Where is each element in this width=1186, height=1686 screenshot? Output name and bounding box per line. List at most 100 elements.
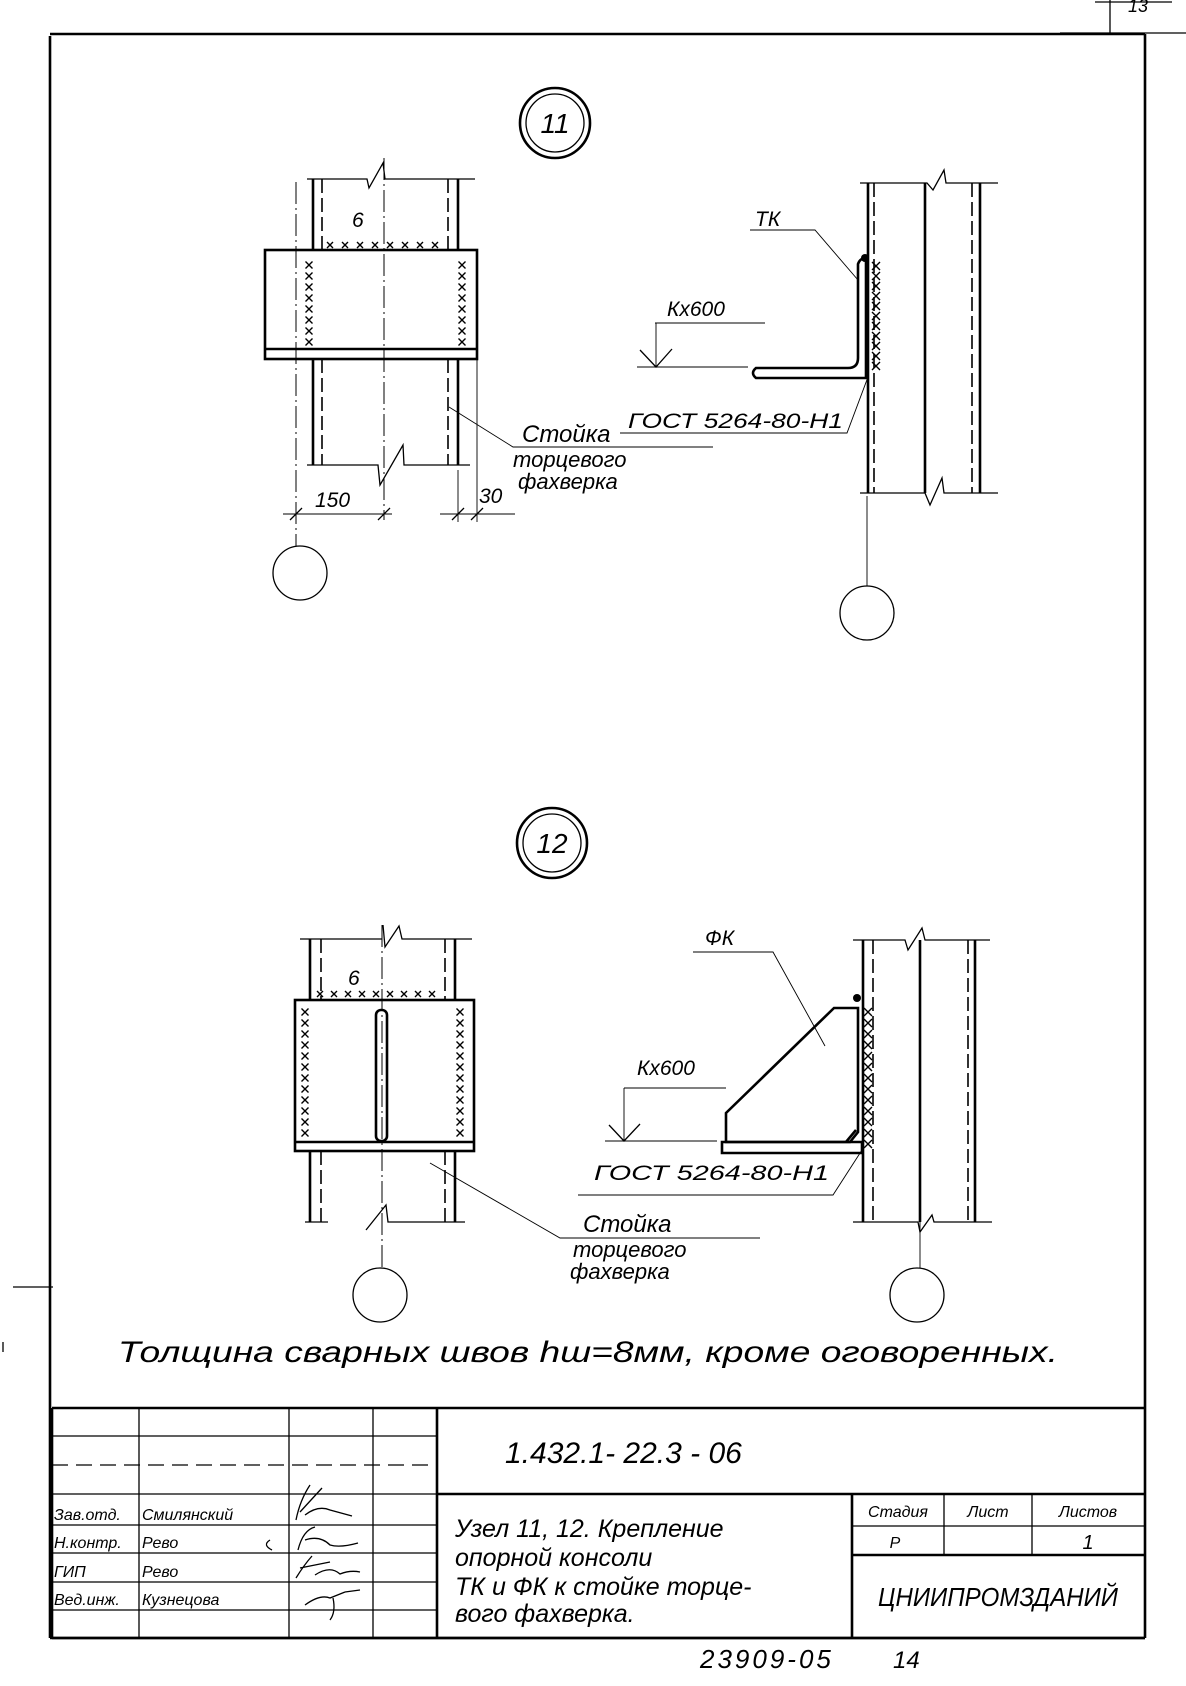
weld-mark	[871, 301, 881, 311]
weld-mark	[456, 1129, 464, 1137]
weld-mark	[871, 281, 881, 291]
weld-mark	[456, 1063, 464, 1071]
node-11-angle-tk	[751, 256, 868, 380]
weld-mark	[358, 990, 366, 998]
node-11-axis-bubble-left	[272, 545, 328, 601]
staff-name: Рево	[142, 1535, 178, 1552]
weld-mark	[305, 316, 313, 324]
weld-mark	[863, 1139, 873, 1149]
title-block: Зав.отд. Смилянский Н.контр. Рево ГИП Ре…	[50, 1406, 1145, 1640]
weld-mark	[301, 1008, 309, 1016]
weld-mark	[458, 283, 466, 291]
drawing-title-line: опорной консоли	[455, 1544, 652, 1572]
node-12-part-label-fk: ФК	[705, 927, 736, 950]
staff-row: Зав.отд. Смилянский	[54, 1507, 233, 1524]
weld-mark	[301, 1074, 309, 1082]
signature	[304, 1589, 361, 1621]
node-11-dimensions: 150 30	[283, 360, 515, 522]
weld-mark	[301, 1107, 309, 1115]
node-11-front-view: 6 150 30 Стойка торцевого фахверка	[263, 158, 713, 601]
node-11-mark-text: 11	[540, 108, 569, 139]
weld-mark	[863, 1128, 873, 1138]
sheet-frame: 13	[2, 0, 1186, 1640]
node-12-column-label-1: Стойка	[583, 1211, 671, 1238]
weld-mark	[458, 305, 466, 313]
node-12-stiffener	[374, 1008, 389, 1143]
node-11-mark: 11	[518, 86, 592, 160]
weld-mark	[456, 1041, 464, 1049]
node-12-mark-text: 12	[536, 828, 568, 859]
weld-mark	[863, 1062, 873, 1072]
weld-mark	[372, 990, 380, 998]
weld-mark	[456, 1096, 464, 1104]
weld-mark	[386, 241, 394, 249]
weld-mark	[330, 990, 338, 998]
weld-mark	[456, 1085, 464, 1093]
weld-mark	[863, 1051, 873, 1061]
weld-mark	[301, 1118, 309, 1126]
weld-mark	[863, 1106, 873, 1116]
weld-mark	[301, 1063, 309, 1071]
drawing-title-line: Узел 11, 12. Крепление	[454, 1515, 724, 1543]
staff-row: Н.контр. Рево	[54, 1535, 178, 1552]
node-12-weld-marks	[301, 990, 464, 1137]
weld-mark	[344, 990, 352, 998]
node-12-side-view: ФК Кх600 ГОСТ 5264-80-Н1	[578, 926, 992, 1323]
node-11-weld-symbol: Кх600 ГОСТ 5264-80-Н1	[620, 298, 869, 434]
weld-mark	[401, 241, 409, 249]
weld-mark	[305, 305, 313, 313]
node-11-axis-bubble-right	[839, 585, 895, 641]
node-12-weld-size: Кх600	[637, 1057, 695, 1080]
organization-name: ЦНИИПРОМЗДАНИЙ	[878, 1582, 1118, 1612]
node-11-weld-marks	[305, 241, 466, 346]
weld-mark	[863, 1117, 873, 1127]
weld-mark	[305, 327, 313, 335]
node-12-column-label-2: торцевого	[573, 1237, 686, 1262]
weld-mark	[456, 1030, 464, 1038]
node-11-weld-standard: ГОСТ 5264-80-Н1	[628, 410, 843, 433]
weld-mark	[458, 261, 466, 269]
weld-mark	[871, 291, 881, 301]
weld-mark	[456, 1052, 464, 1060]
weld-mark	[456, 1118, 464, 1126]
weld-mark	[301, 1019, 309, 1027]
signatures	[265, 1484, 361, 1621]
node-11-weld-leg-label: 6	[352, 209, 364, 232]
staff-role: ГИП	[54, 1564, 86, 1581]
weld-mark	[863, 1040, 873, 1050]
node-12-gusset-weld-marks	[863, 1007, 873, 1149]
weld-mark	[863, 1018, 873, 1028]
weld-mark	[863, 1007, 873, 1017]
weld-mark	[458, 327, 466, 335]
page-number: 14	[893, 1647, 920, 1674]
node-12-weld-standard: ГОСТ 5264-80-Н1	[594, 1162, 829, 1185]
staff-name: Кузнецова	[142, 1592, 219, 1609]
weld-mark	[301, 1085, 309, 1093]
weld-mark	[456, 1074, 464, 1082]
sheets-header: Листов	[1058, 1504, 1117, 1521]
general-note: Толщина сварных швов hш=8мм, кроме огово…	[118, 1336, 1058, 1369]
weld-mark	[458, 338, 466, 346]
node-12-front-view: 6 Стойка торцевого фахверка	[293, 924, 760, 1323]
sheet-header: Лист	[966, 1504, 1008, 1521]
drawing-title-line: вого фахверка.	[455, 1600, 635, 1628]
weld-mark	[871, 271, 881, 281]
weld-mark	[356, 241, 364, 249]
signature	[295, 1484, 353, 1521]
weld-mark	[871, 341, 881, 351]
weld-mark	[341, 241, 349, 249]
node-11-column-label-1: Стойка	[522, 421, 610, 448]
staff-row: Вед.инж. Кузнецова	[54, 1592, 219, 1609]
inventory-number: 23909-05	[699, 1644, 834, 1674]
staff-role: Н.контр.	[54, 1535, 122, 1552]
weld-mark	[863, 1073, 873, 1083]
node-11-weld-size: Кх600	[667, 298, 725, 321]
weld-mark	[871, 331, 881, 341]
weld-mark	[456, 1107, 464, 1115]
weld-mark	[863, 1029, 873, 1039]
weld-mark	[416, 241, 424, 249]
weld-mark	[414, 990, 422, 998]
staff-name: Смилянский	[142, 1507, 233, 1524]
staff-name: Рево	[142, 1564, 178, 1581]
node-11-dim-30: 30	[479, 485, 503, 508]
